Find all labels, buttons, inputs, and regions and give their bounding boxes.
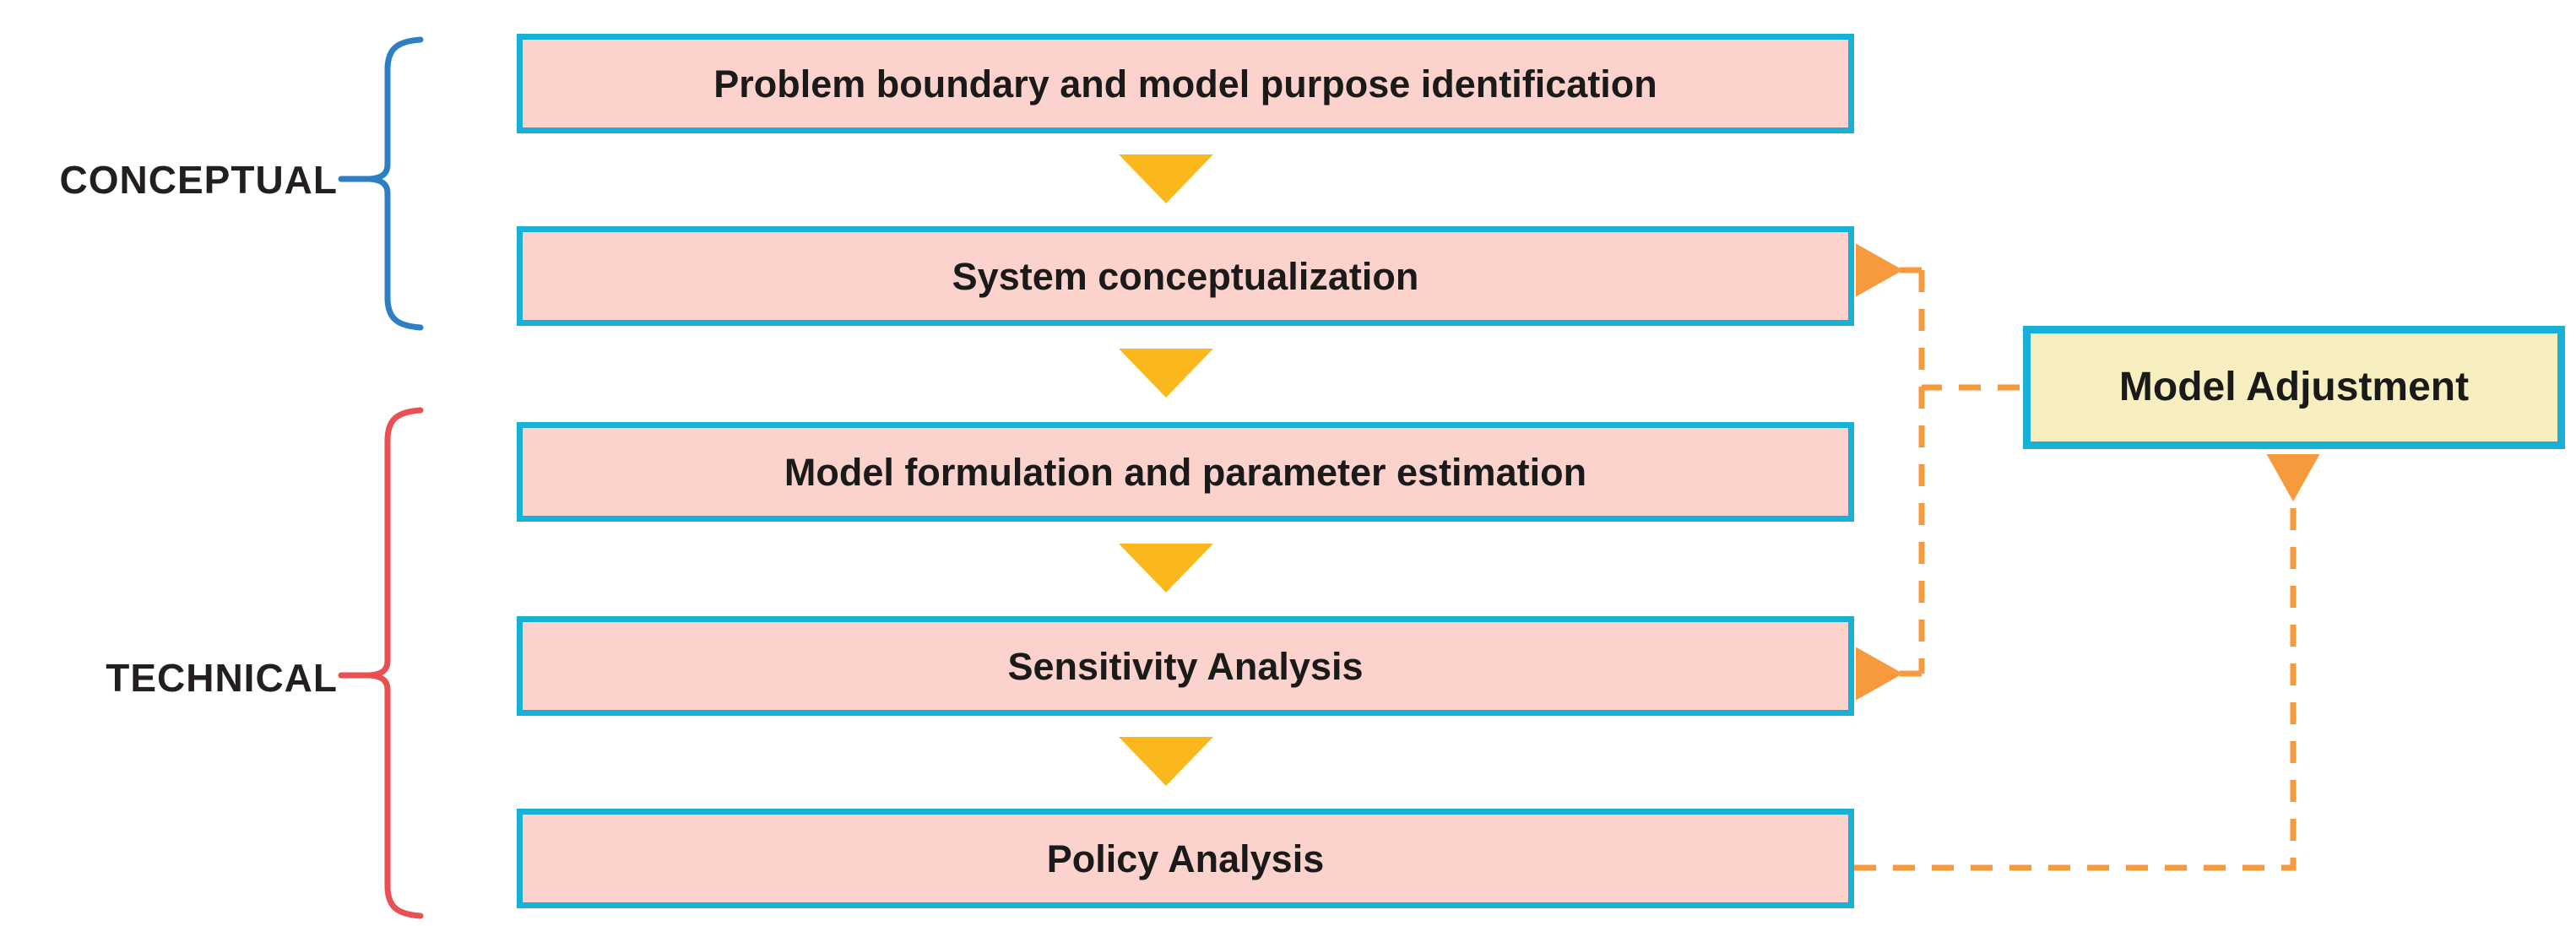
process-box-label: System conceptualization [952, 254, 1419, 298]
process-box-label: Policy Analysis [1046, 837, 1325, 880]
process-box-system-conceptualization[interactable]: System conceptualization [517, 226, 1854, 326]
process-box-label: Problem boundary and model purpose ident… [713, 62, 1657, 106]
model-adjustment-box[interactable]: Model Adjustment [2023, 326, 2565, 449]
process-box-model-formulation[interactable]: Model formulation and parameter estimati… [517, 422, 1854, 522]
conceptual-brace-icon [338, 36, 424, 331]
process-box-label: Sensitivity Analysis [1007, 644, 1364, 688]
flow-arrow-down-icon [1119, 154, 1213, 203]
process-box-problem-boundary[interactable]: Problem boundary and model purpose ident… [517, 34, 1854, 133]
process-box-sensitivity-analysis[interactable]: Sensitivity Analysis [517, 616, 1854, 716]
flow-arrow-down-icon [1119, 544, 1213, 593]
phase-label-conceptual: CONCEPTUAL [59, 158, 338, 202]
technical-brace-icon [338, 407, 424, 919]
process-box-label: Model formulation and parameter estimati… [784, 450, 1587, 494]
feedback-arrow-sensitivity-to-adjustment [1854, 454, 2320, 871]
phase-label-technical: TECHNICAL [106, 656, 338, 700]
flow-arrow-down-icon [1119, 737, 1213, 786]
model-adjustment-label: Model Adjustment [2118, 365, 2470, 409]
flow-arrow-down-icon [1119, 349, 1213, 398]
process-box-policy-analysis[interactable]: Policy Analysis [517, 809, 1854, 908]
